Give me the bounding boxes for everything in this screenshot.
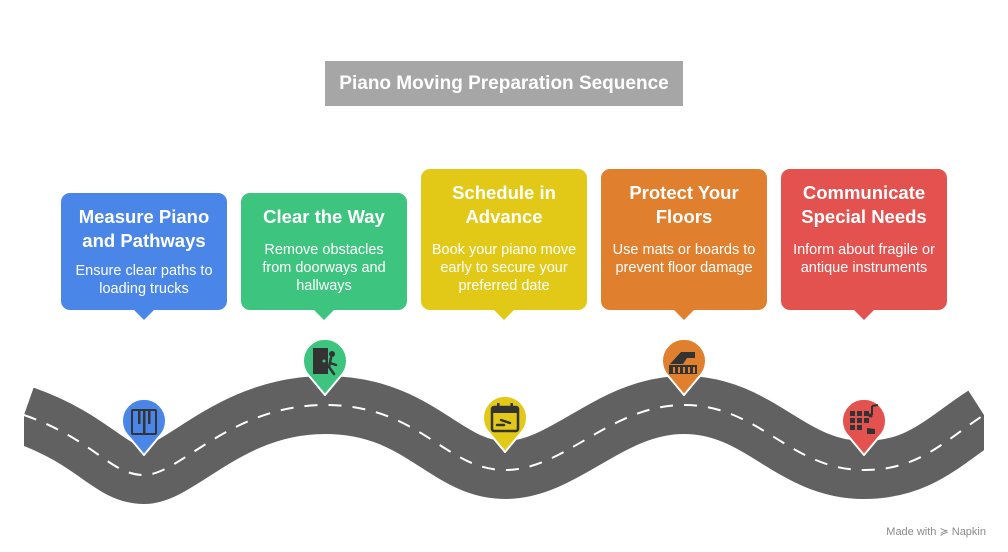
step-description: Ensure clear paths to loading trucks (75, 263, 213, 297)
step-card-4: Protect Your Floors Use mats or boards t… (601, 169, 767, 320)
music-grid-icon (841, 398, 887, 456)
grand-piano-icon (661, 338, 707, 396)
step-card-3: Schedule in Advance Book your piano move… (421, 169, 587, 320)
step-description: Inform about fragile or antique instrume… (793, 242, 935, 276)
step-card-1: Measure Piano and Pathways Ensure clear … (61, 193, 227, 320)
page-title: Piano Moving Preparation Sequence (325, 61, 683, 106)
door-exit-icon (302, 338, 348, 396)
calendar-icon (482, 395, 528, 453)
footer-credit: Made with ≽ Napkin (886, 526, 986, 538)
step-title: Measure Piano and Pathways (78, 206, 210, 251)
step-title: Schedule in Advance (452, 182, 556, 227)
step-card-2: Clear the Way Remove obstacles from door… (241, 193, 407, 320)
step-card-5: Communicate Special Needs Inform about f… (781, 169, 947, 320)
step-description: Use mats or boards to prevent floor dama… (612, 242, 756, 276)
step-title: Clear the Way (263, 206, 385, 227)
step-title: Protect Your Floors (629, 182, 739, 227)
step-title: Communicate Special Needs (801, 182, 927, 227)
step-description: Remove obstacles from doorways and hallw… (262, 242, 386, 294)
step-description: Book your piano move early to secure you… (431, 242, 577, 294)
piano-keys-icon (121, 398, 167, 456)
